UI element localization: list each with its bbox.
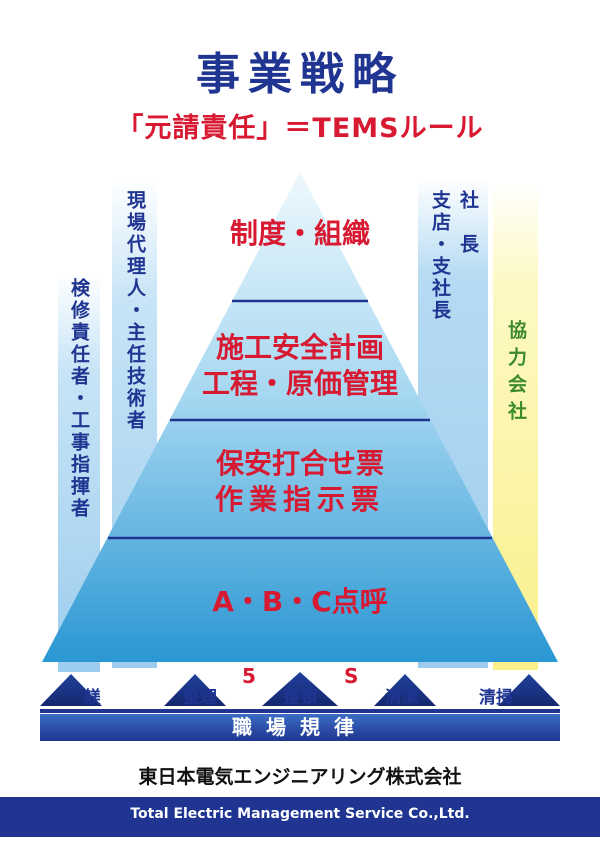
- layer-3-text: 保安打合せ票 作業指示票: [150, 446, 450, 518]
- label-inspection-chief: 検修責任者・工事指揮者: [68, 278, 90, 520]
- footer-band: [0, 797, 600, 837]
- layer-4-line-1: A・B・C点呼: [212, 585, 388, 618]
- five-s-triangle-5: [498, 674, 560, 706]
- five-s-triangle-4: [374, 674, 436, 706]
- five-s-gap-1: [102, 674, 164, 706]
- layer-3-line-2: 作業指示票: [214, 483, 385, 516]
- five-s-item-sort: 整理: [183, 688, 217, 708]
- five-s-item-order: 整頓: [283, 688, 317, 708]
- page-title: 事業戦略: [196, 49, 404, 100]
- layer-2-line-2: 工程・原価管理: [201, 367, 398, 400]
- layer-2-text: 施工安全計画 工程・原価管理: [150, 330, 450, 402]
- five-s-label-s: S: [344, 664, 359, 688]
- five-s-label-5: 5: [242, 664, 256, 688]
- five-s-triangle-1: [40, 674, 102, 706]
- label-president: 社 長: [457, 190, 479, 256]
- layer-1-line-1: 制度・組織: [229, 217, 370, 250]
- layer-1-text: 制度・組織: [150, 216, 450, 252]
- foundation-band: [40, 714, 560, 741]
- company-name-jp: 東日本電気エンジニアリング株式会社: [138, 766, 462, 788]
- foundation-top-line: [40, 709, 560, 713]
- layer-4-text: A・B・C点呼: [150, 584, 450, 620]
- label-partner-companies: 協力会社: [505, 320, 527, 428]
- five-s-triangle-3: [262, 672, 338, 706]
- five-s-triangle-2: [164, 674, 226, 706]
- five-s-item-cleaning: 清掃: [479, 688, 513, 708]
- label-site-agent: 現場代理人・主任技術者: [124, 190, 146, 432]
- layer-3-line-1: 保安打合せ票: [215, 447, 384, 480]
- label-branch-manager: 支店・支社長: [429, 190, 451, 322]
- layer-2-line-1: 施工安全計画: [215, 331, 384, 364]
- company-name-en: Total Electric Management Service Co.,Lt…: [130, 806, 470, 822]
- pyramid: [42, 172, 558, 662]
- five-s-item-cleanliness: 清潔: [385, 688, 419, 708]
- foundation-label: 職場規律: [232, 715, 368, 739]
- page-subtitle: 「元請責任」＝TEMSルール: [116, 113, 484, 144]
- five-s-item-discipline: 躾: [83, 688, 101, 708]
